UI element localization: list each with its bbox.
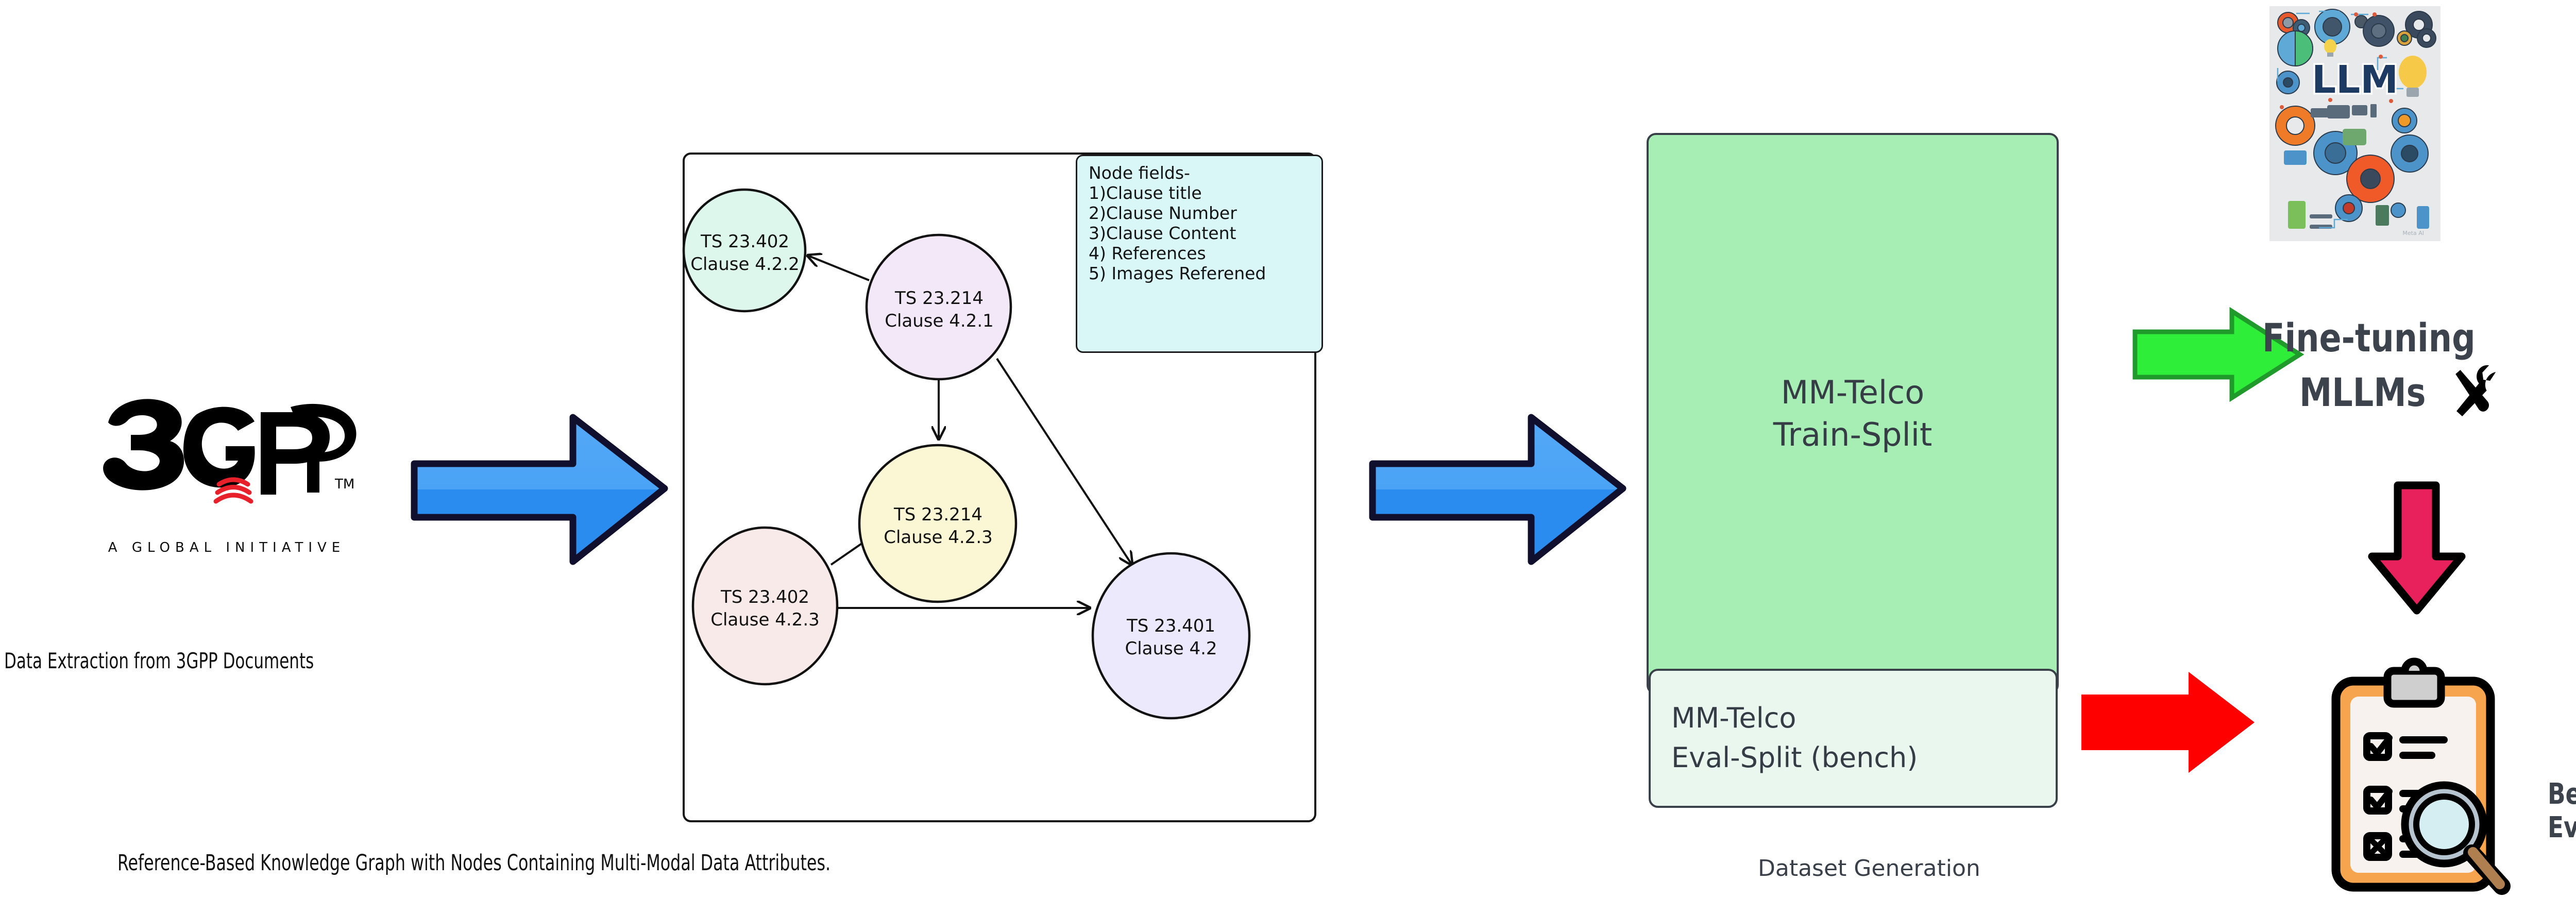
benchmark-line2: Evaluation [2548, 810, 2576, 844]
legend-item-clause-content: 3)Clause Content [1089, 223, 1236, 243]
lightbulb-icon [2324, 39, 2427, 97]
check-icon [2368, 735, 2393, 758]
green-arrow [2132, 307, 2304, 402]
logo-tagline: A GLOBAL INITIATIVE [108, 540, 346, 555]
llm-wordmark: LLM [2312, 58, 2398, 102]
red-arrow [2081, 672, 2255, 773]
cross-icon [2369, 838, 2386, 855]
trademark-symbol: TM [334, 477, 354, 492]
caption-data-extraction: Data Extraction from 3GPP Documents [4, 648, 314, 673]
legend-item-clause-number: 2)Clause Number [1089, 202, 1237, 223]
magnifying-glass-icon [2401, 781, 2511, 895]
edge-214421-to-401-42 [996, 358, 1132, 565]
mm-telco-eval-split-box[interactable]: MM-Telco Eval-Split (bench) [1649, 669, 2058, 808]
blue-arrow-2 [1369, 414, 1626, 565]
3gpp-logo-block: TM A GLOBAL INITIATIVE [77, 392, 376, 593]
eval-split-line2: Eval-Split (bench) [1671, 741, 1918, 774]
legend-heading: Node fields- [1089, 163, 1190, 183]
legend-item-clause-title: 1)Clause title [1089, 182, 1202, 203]
blue-arrow-1 [411, 414, 668, 565]
node-ts23401-clause42[interactable] [1091, 552, 1251, 720]
legend-item-references: 4) References [1089, 243, 1206, 263]
gear-icons [2275, 9, 2436, 222]
3gpp-logo-mark: TM [103, 399, 357, 504]
benchmark-line1: Benchmark [2548, 777, 2576, 811]
edge-214421-to-402422 [808, 256, 870, 281]
train-split-line1: MM-Telco [1781, 374, 1925, 412]
signal-arcs-icon [213, 477, 253, 504]
clipboard-checklist-icon [2331, 657, 2511, 895]
wrench-icon [2455, 365, 2496, 416]
kg-nodes [682, 188, 1251, 720]
pink-down-arrow [2368, 481, 2466, 615]
fine-tuning-label-group: Fine-tuning MLLMs [2259, 315, 2576, 416]
node-ts23402-clause422[interactable] [682, 188, 807, 313]
knowledge-graph-canvas [682, 188, 1251, 720]
fine-tuning-line1: Fine-tuning [2262, 315, 2476, 361]
poster-watermark: Meta AI [2402, 230, 2424, 236]
legend-item-images-referened: 5) Images Referened [1089, 263, 1266, 283]
node-ts23402-clause423[interactable] [691, 526, 839, 686]
node-ts23214-clause421[interactable] [865, 233, 1012, 381]
check-icon [2368, 788, 2393, 812]
fine-tuning-line2: MLLMs [2299, 369, 2426, 415]
benchmark-evaluation-label-group: Benchmark Evaluation [2548, 777, 2576, 845]
caption-knowledge-graph: Reference-Based Knowledge Graph with Nod… [117, 850, 831, 876]
mm-telco-train-split-box[interactable]: MM-Telco Train-Split [1647, 133, 2059, 695]
llm-poster-image: LLM Meta AI [2269, 6, 2441, 241]
train-split-line2: Train-Split [1773, 416, 1933, 453]
eval-split-line1: MM-Telco [1671, 702, 1797, 735]
node-fields-legend: Node fields- 1)Clause title 2)Clause Num… [1076, 155, 1323, 353]
caption-dataset-generation: Dataset Generation [1758, 855, 1980, 882]
node-ts23214-clause423[interactable] [858, 444, 1018, 603]
